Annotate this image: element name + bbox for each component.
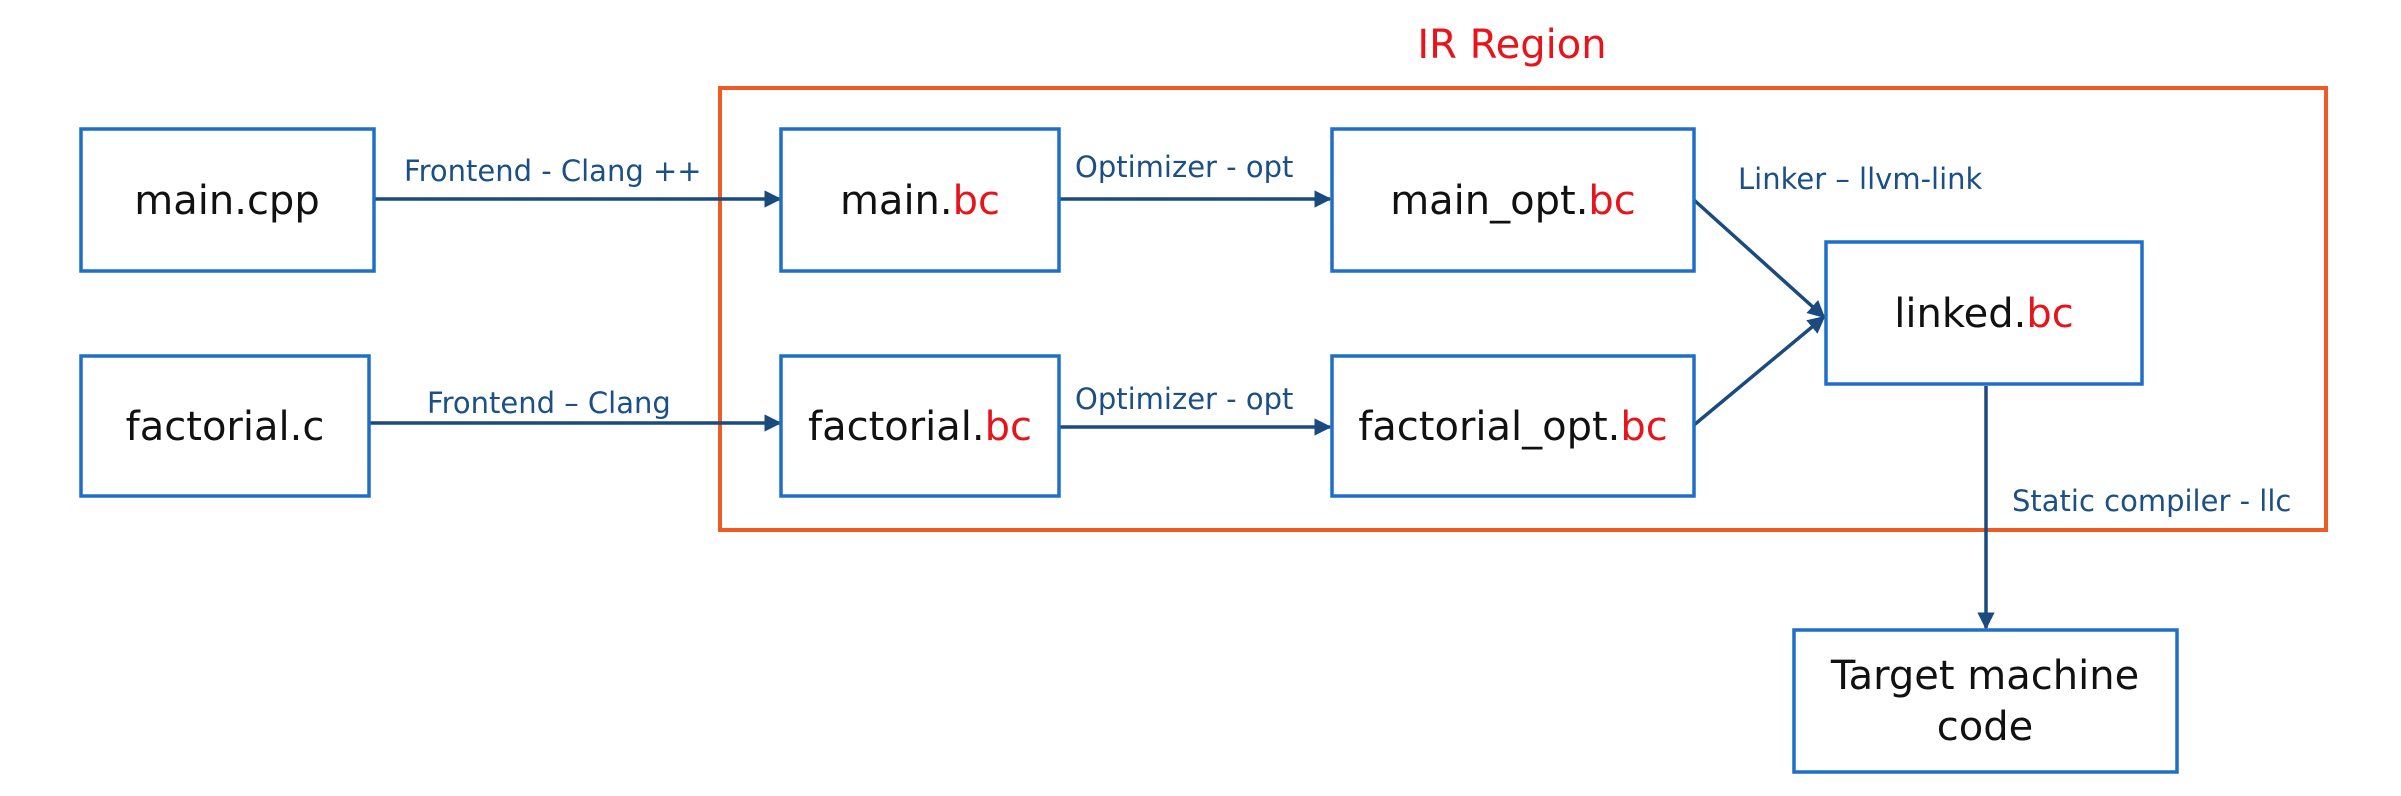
- svg-text:factorial.bc: factorial.bc: [808, 404, 1032, 450]
- svg-text:main_opt.bc: main_opt.bc: [1390, 178, 1636, 224]
- node-linked-bc: linked.bc: [1824, 240, 2144, 386]
- node-factorial-opt-bc: factorial_opt.bc: [1330, 354, 1696, 498]
- edge-factorial-opt-to-linked: [1692, 315, 1826, 427]
- ir-region-label: IR Region: [1417, 22, 1606, 68]
- node-linked-bc-ext: bc: [2026, 291, 2073, 337]
- edge-label-optimizer-factorial: Optimizer - opt: [1075, 382, 1293, 416]
- svg-text:factorial_opt.bc: factorial_opt.bc: [1358, 404, 1668, 450]
- edge-main-opt-to-linked: [1692, 198, 1826, 319]
- node-factorial-opt-bc-ext: bc: [1620, 404, 1667, 450]
- edge-label-optimizer-main: Optimizer - opt: [1075, 150, 1293, 184]
- node-main-cpp: main.cpp: [79, 127, 376, 273]
- node-factorial-bc-ext: bc: [985, 404, 1032, 450]
- node-factorial-bc-name: factorial.: [808, 404, 985, 450]
- svg-text:linked.bc: linked.bc: [1894, 291, 2073, 337]
- svg-text:main.cpp: main.cpp: [134, 178, 319, 224]
- node-factorial-c: factorial.c: [79, 354, 371, 498]
- node-main-opt-bc-name: main_opt.: [1390, 178, 1588, 224]
- svg-text:factorial.c: factorial.c: [126, 404, 325, 450]
- edge-label-frontend-clangpp: Frontend - Clang ++: [404, 154, 702, 188]
- node-main-bc-name: main.: [840, 178, 953, 224]
- node-main-opt-bc: main_opt.bc: [1330, 127, 1696, 273]
- edge-label-frontend-clang: Frontend – Clang: [427, 386, 671, 420]
- node-target-line2: code: [1937, 704, 2033, 750]
- node-main-bc-ext: bc: [953, 178, 1000, 224]
- ir-region-box: [718, 86, 2328, 532]
- node-factorial-bc: factorial.bc: [779, 354, 1061, 498]
- edge-label-linker: Linker – llvm-link: [1738, 162, 1983, 196]
- node-linked-bc-name: linked.: [1894, 291, 2026, 337]
- node-target-machine-code: Target machine code: [1792, 628, 2179, 774]
- svg-text:main.bc: main.bc: [840, 178, 1000, 224]
- edge-label-static-compiler: Static compiler - llc: [2012, 484, 2291, 518]
- node-main-opt-bc-ext: bc: [1588, 178, 1635, 224]
- node-main-cpp-label: main.cpp: [134, 178, 319, 224]
- node-factorial-opt-bc-name: factorial_opt.: [1358, 404, 1620, 450]
- node-factorial-c-label: factorial.c: [126, 404, 325, 450]
- node-main-bc: main.bc: [779, 127, 1061, 273]
- node-target-line1: Target machine: [1830, 653, 2139, 699]
